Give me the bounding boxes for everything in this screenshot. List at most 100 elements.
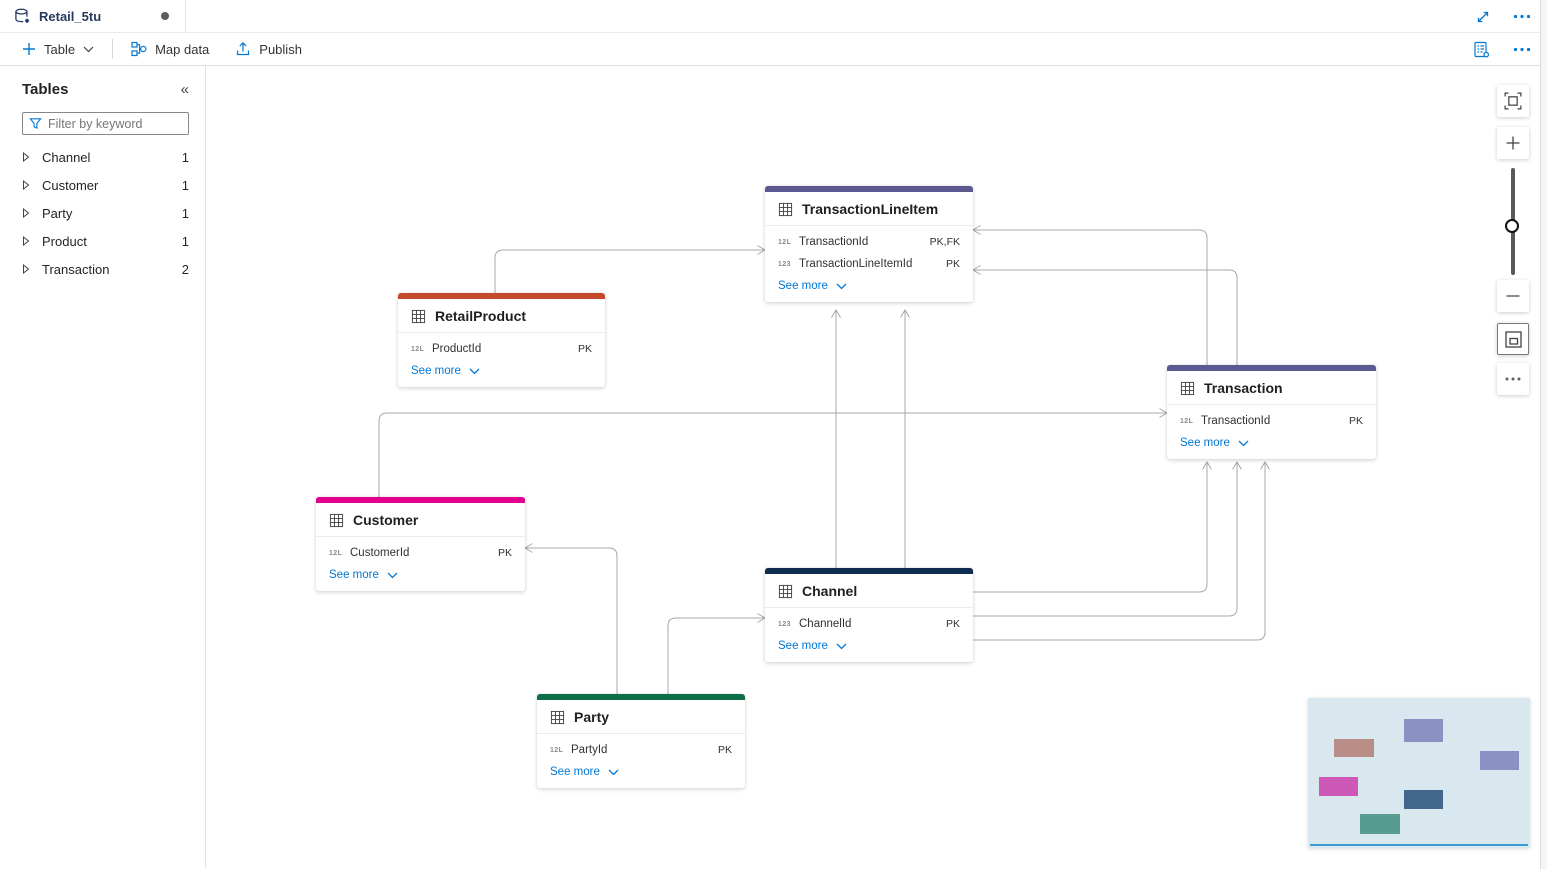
zoom-out-button[interactable] — [1497, 280, 1529, 312]
chevron-right-icon[interactable] — [22, 208, 42, 218]
expand-view-button[interactable] — [1473, 7, 1493, 27]
column-name: TransactionId — [799, 236, 869, 248]
relationship-edge[interactable] — [973, 269, 1238, 365]
filter-funnel-icon — [29, 117, 42, 130]
add-table-button[interactable]: Table — [14, 37, 102, 62]
entity-color-bar — [765, 186, 973, 192]
tab-more-options-button[interactable] — [1511, 12, 1533, 21]
entity-header[interactable]: TransactionLineItem — [765, 192, 973, 226]
table-grid-icon — [411, 309, 426, 324]
see-more-link[interactable]: See more — [398, 360, 605, 379]
see-more-link[interactable]: See more — [765, 635, 973, 654]
fit-to-screen-button[interactable] — [1497, 85, 1529, 117]
relationship-edge[interactable] — [494, 249, 765, 293]
minimap-node-transactionlineitem — [1404, 719, 1443, 742]
filter-box — [22, 112, 189, 135]
add-table-label: Table — [44, 41, 76, 57]
relationship-edge[interactable] — [973, 229, 1208, 365]
sidebar-item-product[interactable]: Product 1 — [0, 227, 205, 255]
sidebar-item-party[interactable]: Party 1 — [0, 199, 205, 227]
zoom-slider[interactable] — [1505, 168, 1519, 275]
toolbar-more-options-button[interactable] — [1511, 45, 1533, 54]
sidebar-item-customer[interactable]: Customer 1 — [0, 171, 205, 199]
see-more-link[interactable]: See more — [537, 761, 745, 780]
see-more-link[interactable]: See more — [1167, 432, 1376, 451]
plus-icon — [22, 42, 36, 56]
map-data-button[interactable]: Map data — [123, 36, 217, 62]
map-data-label: Map data — [155, 41, 210, 57]
minimap-node-party — [1360, 814, 1400, 834]
entity-name: Party — [574, 709, 610, 725]
zoom-in-button[interactable] — [1497, 127, 1529, 159]
chevron-down-icon — [83, 46, 94, 53]
tab-retail-5tu[interactable]: Retail_5tu — [0, 0, 186, 32]
entity-header[interactable]: Transaction — [1167, 371, 1376, 405]
relationship-edge[interactable] — [973, 462, 1238, 617]
database-icon — [14, 8, 31, 25]
minimap-icon — [1504, 330, 1523, 349]
chevron-down-icon — [836, 643, 847, 650]
properties-panel-button[interactable] — [1471, 39, 1493, 61]
entity-header[interactable]: Channel — [765, 574, 973, 608]
see-more-link[interactable]: See more — [316, 564, 525, 583]
relationship-edge[interactable] — [525, 547, 618, 694]
filter-input[interactable] — [48, 116, 182, 131]
sidebar-item-transaction[interactable]: Transaction 2 — [0, 255, 205, 283]
numeric-type-icon: 12L — [411, 345, 425, 353]
minimap[interactable] — [1308, 698, 1530, 848]
see-more-link[interactable]: See more — [765, 275, 973, 294]
minus-icon — [1505, 288, 1521, 304]
relationship-edges — [378, 225, 1270, 694]
entity-header[interactable]: Customer — [316, 503, 525, 537]
chevron-right-icon[interactable] — [22, 264, 42, 274]
chevron-right-icon[interactable] — [22, 180, 42, 190]
collapse-panel-button[interactable]: « — [180, 80, 189, 98]
entity-name: RetailProduct — [435, 308, 527, 324]
chevron-down-icon — [608, 769, 619, 776]
table-grid-icon — [550, 710, 565, 725]
relationship-edge[interactable] — [667, 617, 765, 694]
tables-panel: Tables « Channel 1 Customer 1 — [0, 66, 206, 868]
publish-label: Publish — [259, 41, 302, 57]
see-more-label: See more — [550, 766, 600, 778]
relationship-edge[interactable] — [973, 462, 1266, 641]
chevron-right-icon[interactable] — [22, 236, 42, 246]
table-item-count: 1 — [181, 149, 189, 165]
entity-header[interactable]: RetailProduct — [398, 299, 605, 333]
relationship-edge[interactable] — [378, 412, 1167, 497]
sidebar-item-channel[interactable]: Channel 1 — [0, 143, 205, 171]
minimap-node-retailproduct — [1334, 739, 1374, 757]
unsaved-indicator-dot — [161, 12, 169, 20]
minimap-toggle-button[interactable] — [1497, 323, 1529, 355]
publish-icon — [235, 41, 251, 57]
entity-name: Channel — [802, 583, 858, 599]
arrowhead-icon — [972, 225, 981, 235]
see-more-label: See more — [778, 280, 828, 292]
tables-panel-title: Tables — [22, 80, 69, 98]
see-more-label: See more — [329, 569, 379, 581]
tab-bar: Retail_5tu — [0, 0, 1547, 33]
table-item-count: 2 — [181, 261, 189, 277]
publish-button[interactable]: Publish — [227, 36, 310, 62]
chevron-right-icon[interactable] — [22, 152, 42, 162]
scrollbar[interactable] — [1540, 0, 1547, 869]
canvas-more-options-button[interactable] — [1497, 363, 1529, 395]
entity-header[interactable]: Party — [537, 700, 745, 734]
zoom-slider-knob[interactable] — [1505, 219, 1519, 233]
column-key-badge: PK — [945, 618, 960, 630]
relationship-edge[interactable] — [973, 462, 1208, 593]
